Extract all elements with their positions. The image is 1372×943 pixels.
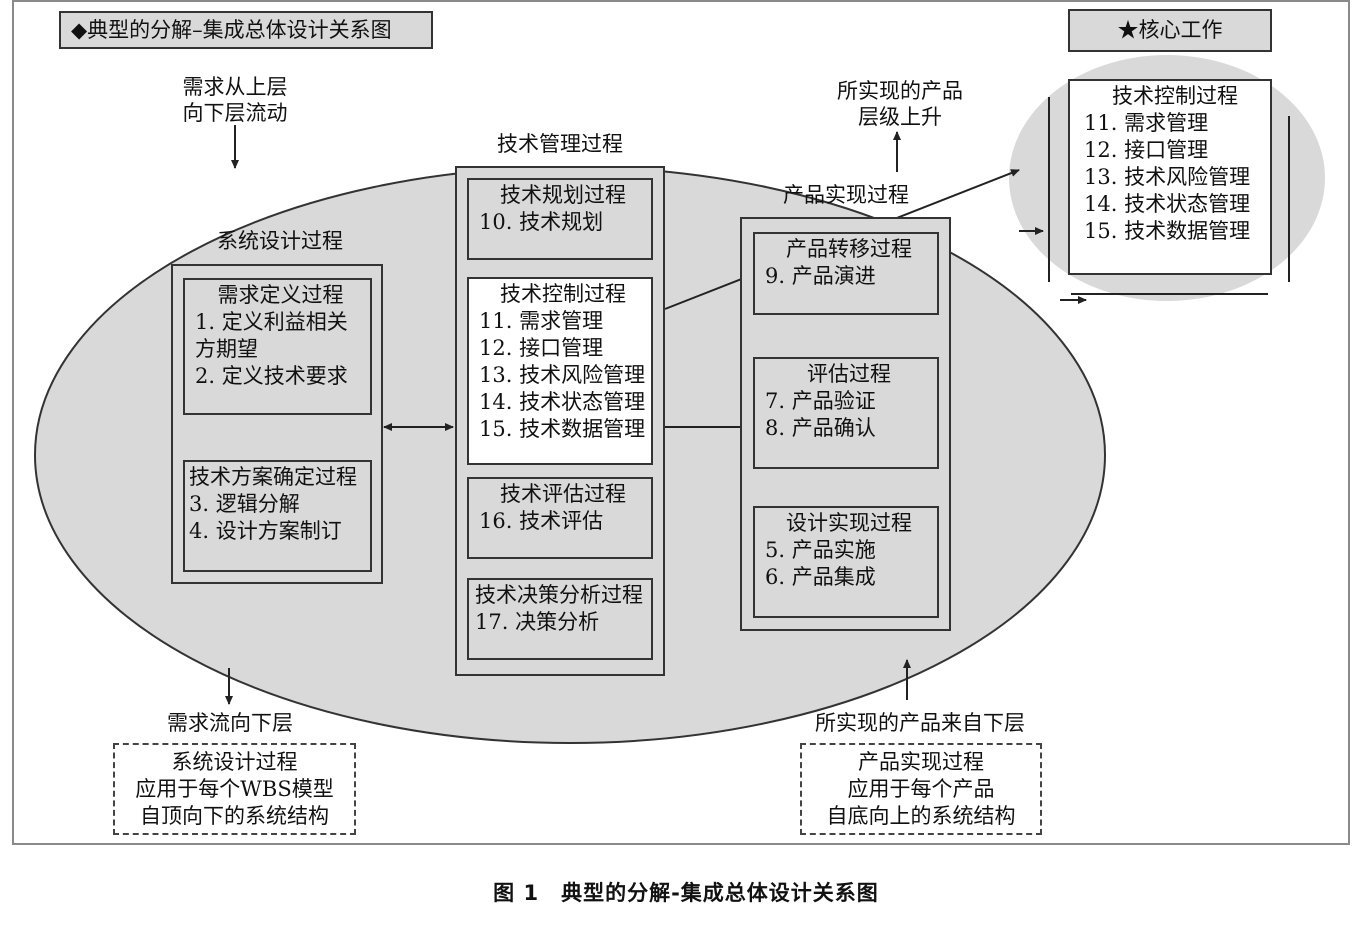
figure-caption: 图 1 典型的分解-集成总体设计关系图 bbox=[493, 881, 879, 905]
tech-control-box: 技术控制过程 11. 需求管理 12. 接口管理 13. 技术风险管理 14. … bbox=[467, 277, 653, 465]
tech-mgmt-title: 技术管理过程 bbox=[497, 132, 623, 156]
solution-def-title: 技术方案确定过程 bbox=[189, 465, 357, 489]
evaluation-item: 7. 产品验证 bbox=[765, 389, 876, 413]
transition-item: 9. 产品演进 bbox=[765, 264, 876, 288]
header-tag: ◆典型的分解–集成总体设计关系图 bbox=[59, 11, 433, 49]
req-def-title: 需求定义过程 bbox=[217, 283, 344, 307]
tech-planning-box: 技术规划过程 10. 技术规划 bbox=[467, 178, 653, 260]
solution-def-item: 4. 设计方案制订 bbox=[189, 519, 342, 543]
tech-assessment-box: 技术评估过程 16. 技术评估 bbox=[467, 477, 653, 559]
core-control-item: 14. 技术状态管理 bbox=[1084, 192, 1251, 216]
transition-box: 产品转移过程 9. 产品演进 bbox=[753, 232, 939, 315]
tech-planning-title: 技术规划过程 bbox=[500, 183, 626, 207]
tech-control-item: 14. 技术状态管理 bbox=[479, 390, 646, 414]
req-def-box: 需求定义过程 1. 定义利益相关 方期望 2. 定义技术要求 bbox=[183, 278, 372, 415]
req-def-item: 1. 定义利益相关 bbox=[195, 310, 348, 334]
tech-control-item: 13. 技术风险管理 bbox=[479, 363, 646, 387]
note-system-design: 系统设计过程应用于每个WBS模型自顶向下的系统结构 bbox=[113, 743, 356, 835]
tech-decision-title: 技术决策分析过程 bbox=[475, 583, 643, 607]
solution-def-box: 技术方案确定过程 3. 逻辑分解 4. 设计方案制订 bbox=[183, 460, 372, 572]
tech-control-item: 12. 接口管理 bbox=[479, 336, 604, 360]
core-control-item: 13. 技术风险管理 bbox=[1084, 165, 1251, 189]
label-product-up: 所实现的产品层级上升 bbox=[837, 79, 963, 129]
core-control-title: 技术控制过程 bbox=[1112, 84, 1238, 108]
tech-control-title: 技术控制过程 bbox=[500, 282, 626, 306]
core-control-item: 15. 技术数据管理 bbox=[1084, 219, 1251, 243]
design-impl-item: 5. 产品实施 bbox=[765, 538, 876, 562]
solution-def-item: 3. 逻辑分解 bbox=[189, 492, 300, 516]
req-def-item: 2. 定义技术要求 bbox=[195, 364, 348, 388]
core-control-item: 12. 接口管理 bbox=[1084, 138, 1209, 162]
core-control-item: 11. 需求管理 bbox=[1084, 111, 1209, 135]
tech-planning-item: 10. 技术规划 bbox=[479, 210, 604, 234]
product-real-title: 产品实现过程 bbox=[783, 183, 909, 207]
tech-assessment-title: 技术评估过程 bbox=[500, 482, 626, 506]
design-impl-item: 6. 产品集成 bbox=[765, 565, 876, 589]
core-work-tag: ★核心工作 bbox=[1068, 9, 1272, 52]
note-product-real: 产品实现过程应用于每个产品自底向上的系统结构 bbox=[800, 743, 1042, 835]
core-control-box: 技术控制过程 11. 需求管理 12. 接口管理 13. 技术风险管理 14. … bbox=[1068, 79, 1272, 275]
design-impl-box: 设计实现过程 5. 产品实施 6. 产品集成 bbox=[753, 506, 939, 618]
req-def-item: 方期望 bbox=[195, 337, 258, 361]
tech-control-item: 11. 需求管理 bbox=[479, 309, 604, 333]
tech-assessment-item: 16. 技术评估 bbox=[479, 509, 604, 533]
transition-title: 产品转移过程 bbox=[786, 237, 912, 261]
tech-control-item: 15. 技术数据管理 bbox=[479, 417, 646, 441]
label-req-from-upper: 需求从上层向下层流动 bbox=[182, 75, 288, 125]
design-impl-title: 设计实现过程 bbox=[786, 511, 912, 535]
tech-decision-item: 17. 决策分析 bbox=[475, 610, 600, 634]
evaluation-item: 8. 产品确认 bbox=[765, 416, 876, 440]
label-product-from-lower: 所实现的产品来自下层 bbox=[815, 711, 1025, 735]
label-req-to-lower: 需求流向下层 bbox=[167, 711, 293, 735]
evaluation-box: 评估过程 7. 产品验证 8. 产品确认 bbox=[753, 357, 939, 469]
tech-decision-box: 技术决策分析过程 17. 决策分析 bbox=[467, 578, 653, 660]
system-design-title: 系统设计过程 bbox=[217, 229, 343, 253]
evaluation-title: 评估过程 bbox=[807, 362, 891, 386]
